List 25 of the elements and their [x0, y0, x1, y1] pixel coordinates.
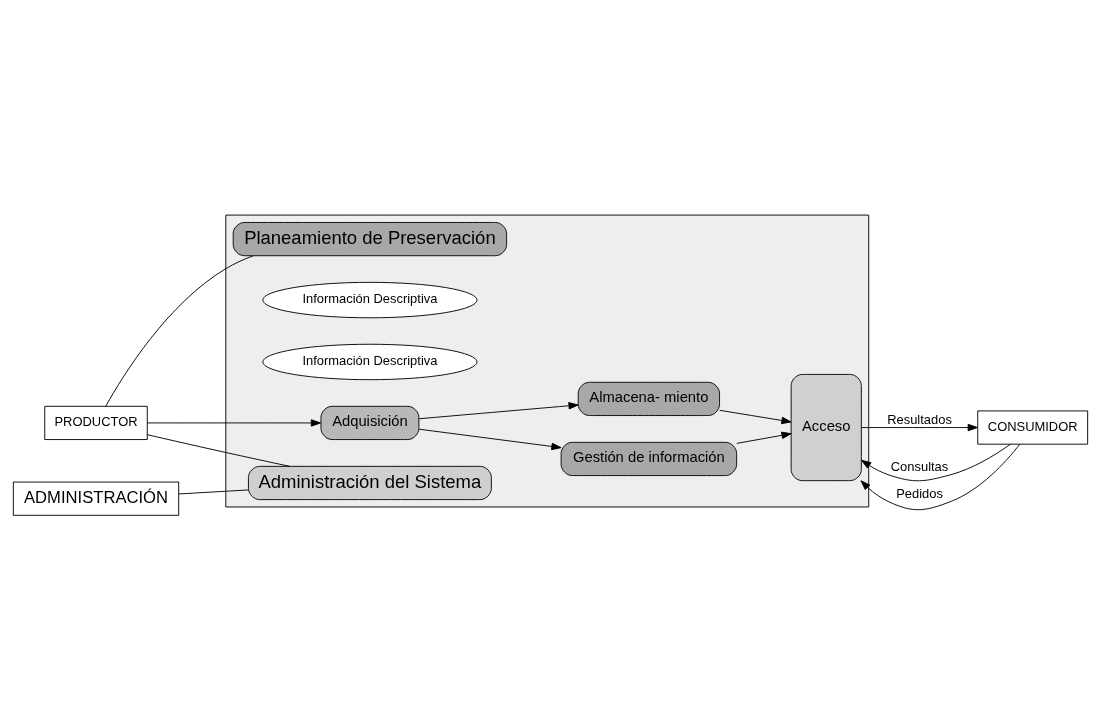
arrow	[418, 428, 562, 450]
node-box: ADMINISTRACIÓN	[12, 481, 180, 516]
node-box: Gestión de información	[560, 441, 738, 476]
arrow	[736, 431, 792, 444]
arrow	[418, 401, 579, 419]
node-box: Almacena- miento	[577, 381, 720, 416]
connector	[105, 254, 254, 407]
node-ellipse: Información Descriptiva	[262, 343, 478, 380]
arrow	[719, 409, 792, 424]
node-box: Administración del Sistema	[247, 465, 492, 500]
edge-label: Consultas	[890, 458, 949, 474]
connector	[178, 489, 249, 494]
arrow	[861, 443, 1011, 481]
arrow	[860, 443, 1021, 510]
node-box: PRODUCTOR	[44, 405, 148, 440]
arrow	[147, 418, 321, 427]
arrow	[860, 423, 978, 431]
node-box: CONSUMIDOR	[977, 409, 1089, 445]
node-ellipse: Información Descriptiva	[262, 281, 478, 318]
edge-label: Pedidos	[896, 485, 943, 501]
node-box: Planeamiento de Preservación	[232, 221, 508, 256]
connector	[146, 433, 291, 467]
node-box: Adquisición	[320, 405, 420, 440]
edge-label: Resultados	[887, 411, 952, 427]
node-box: Acceso	[790, 373, 862, 481]
